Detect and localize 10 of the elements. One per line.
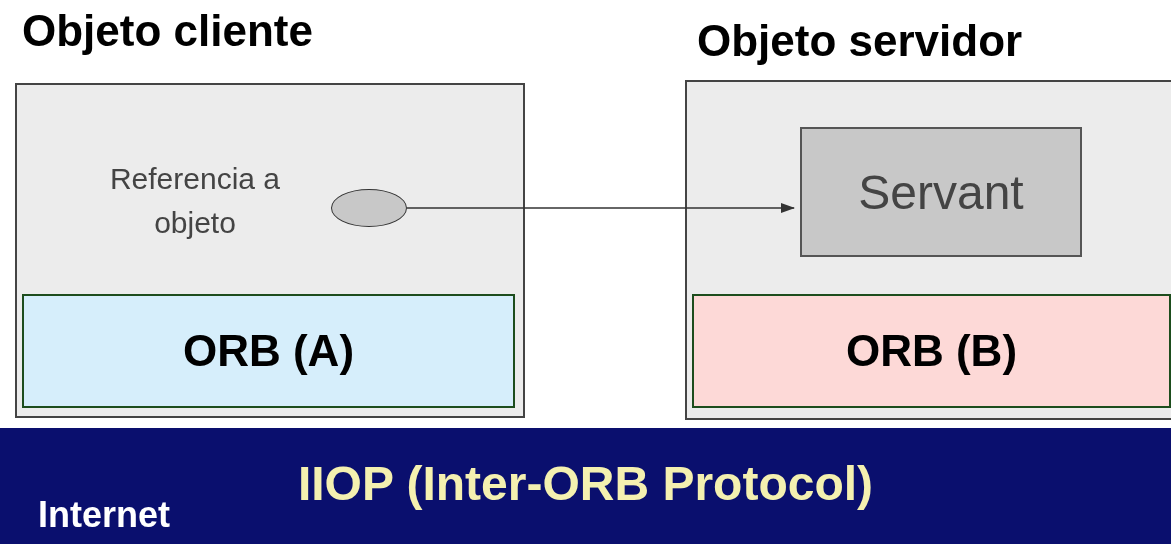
band-title: IIOP (Inter-ORB Protocol)	[296, 456, 875, 511]
orb-layer-box: ORB (B)	[692, 294, 1171, 408]
band-caption: Internet	[38, 494, 170, 536]
network-band	[0, 428, 1171, 544]
node-caption: Referencia a objeto	[108, 161, 282, 241]
group-heading: Objeto cliente	[22, 5, 313, 57]
arrow	[406, 203, 795, 213]
group-heading: Objeto servidor	[697, 15, 1023, 67]
servant-box: Servant	[800, 127, 1082, 257]
orb-layer-box: ORB (A)	[22, 294, 515, 408]
